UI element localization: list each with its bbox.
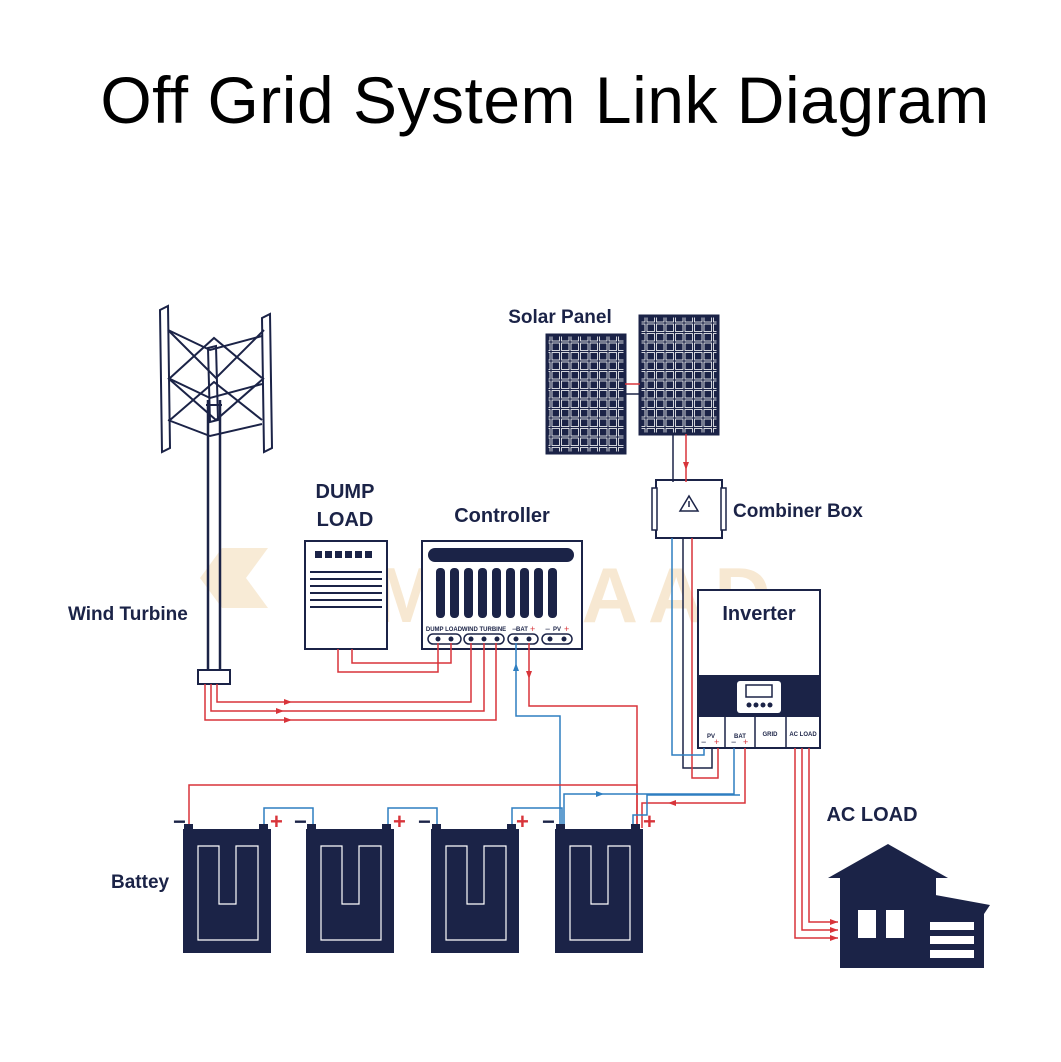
controller-pv-plus: + — [564, 624, 569, 634]
controller-pv-terminal-label: PV — [553, 627, 561, 633]
dump-load-label-line2: LOAD — [317, 509, 374, 531]
wind-turbine-icon — [158, 304, 274, 685]
battery-icon — [183, 824, 643, 953]
page-title: Off Grid System Link Diagram — [100, 63, 990, 137]
inverter-pv-terminal-label: PV — [707, 734, 715, 740]
controller-pv-minus: − — [545, 624, 550, 634]
inverter-label: Inverter — [722, 603, 796, 625]
controller-wind-turbine-terminal-label: WIND TURBINE — [462, 627, 506, 633]
battery-3 — [431, 824, 519, 953]
battery-2-plus: + — [393, 809, 406, 834]
battery-1-minus: − — [173, 809, 186, 834]
ac-load-label: AC LOAD — [826, 804, 917, 826]
battery-polarity-marks: − + − + − + − + — [173, 809, 656, 834]
inverter-icon — [697, 589, 821, 749]
battery-label: Battey — [111, 872, 170, 893]
dump-load-icon — [304, 540, 388, 650]
house-icon — [828, 844, 990, 968]
battery-2-minus: − — [294, 809, 307, 834]
controller-bat-plus: + — [530, 624, 535, 634]
inverter-bat-terminal-label: BAT — [734, 734, 746, 740]
battery-2 — [306, 824, 394, 953]
controller-bat-terminal-label: BAT — [516, 627, 528, 633]
battery-1 — [183, 824, 271, 953]
battery-4 — [555, 824, 643, 953]
inverter-pv-plus: + — [714, 737, 719, 747]
combiner-box-label: Combiner Box — [733, 501, 863, 522]
inverter-bat-minus: − — [731, 737, 736, 747]
wire-arrows — [276, 462, 838, 941]
wiring — [188, 434, 838, 939]
battery-1-plus: + — [270, 809, 283, 834]
battery-4-plus: + — [643, 809, 656, 834]
inverter-pv-minus: − — [701, 737, 706, 747]
controller-icon — [421, 540, 583, 650]
solar-panel-icon — [545, 314, 720, 455]
wind-turbine-label: Wind Turbine — [68, 604, 188, 625]
dump-load-label-line1: DUMP — [316, 481, 375, 503]
combiner-box-icon — [651, 479, 727, 539]
inverter-grid-terminal-label: GRID — [763, 732, 779, 738]
controller-label: Controller — [454, 505, 550, 527]
inverter-ac-load-terminal-label: AC LOAD — [789, 732, 817, 738]
controller-bat-minus: − — [512, 624, 517, 634]
inverter-bat-plus: + — [743, 737, 748, 747]
solar-panel-label: Solar Panel — [508, 307, 612, 328]
battery-3-minus: − — [418, 809, 431, 834]
battery-4-minus: − — [542, 809, 555, 834]
battery-3-plus: + — [516, 809, 529, 834]
controller-dump-load-terminal-label: DUMP LOAD — [426, 627, 463, 633]
